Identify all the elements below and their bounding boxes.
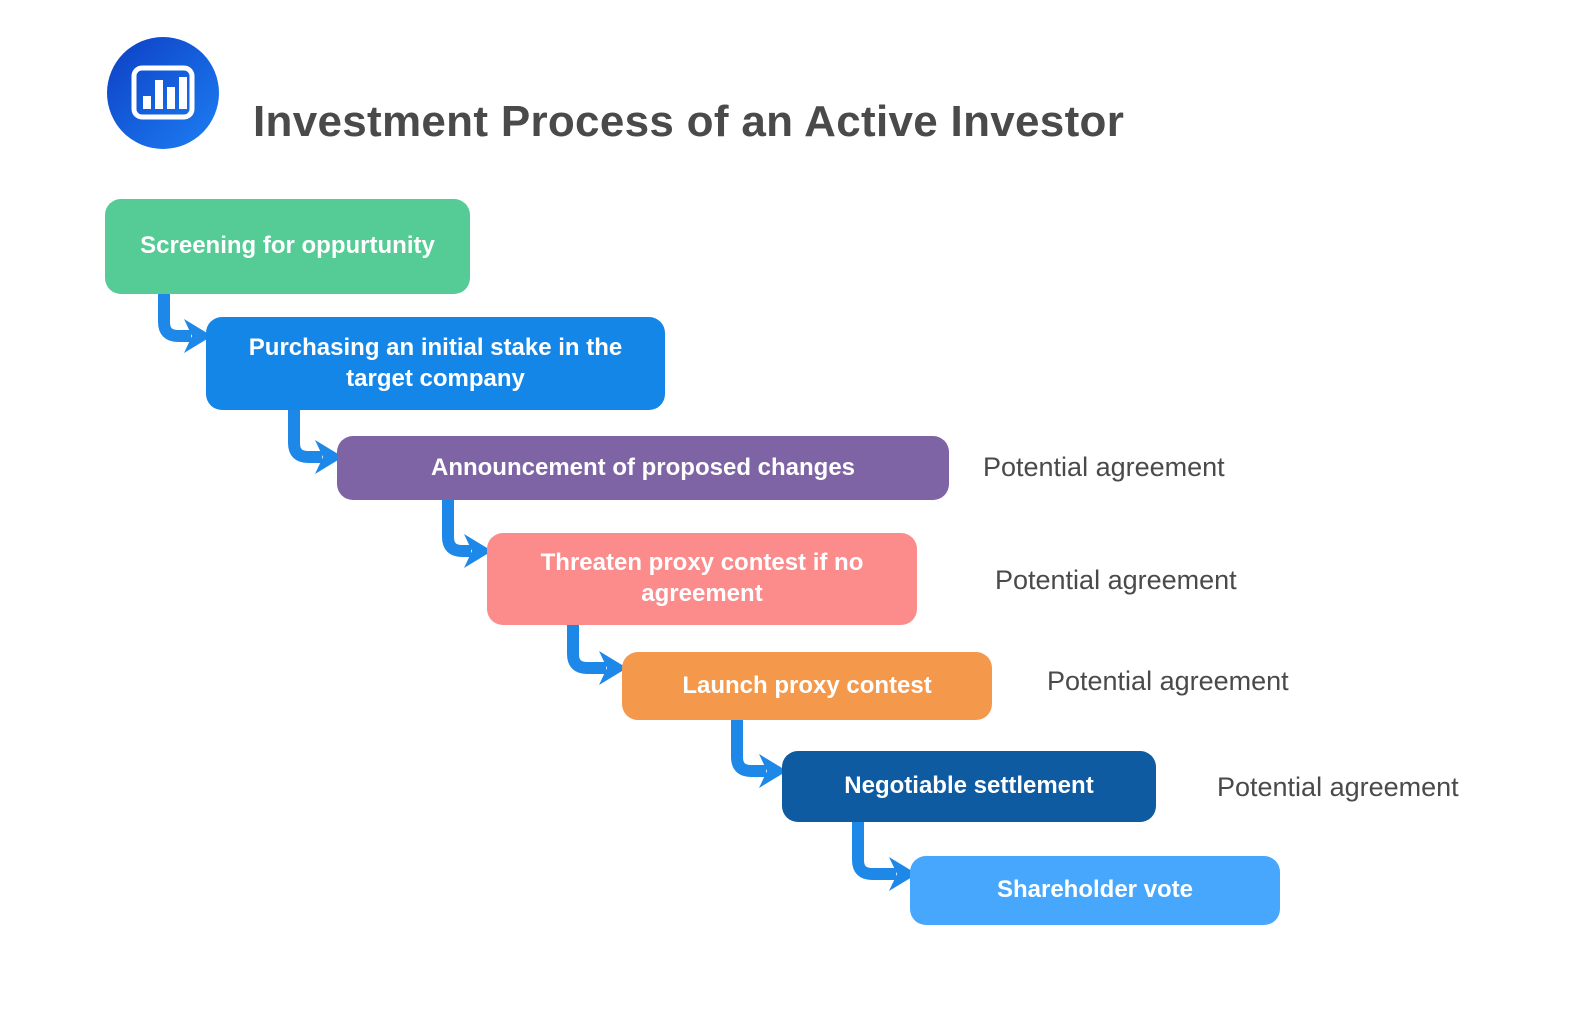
flow-arrow-4 bbox=[567, 624, 627, 685]
step-label: Shareholder vote bbox=[996, 876, 1194, 904]
step-label: Announcement of proposed changes bbox=[430, 453, 856, 481]
step-box-purchasing-initial-stake: Purchasing an initial stake in the targe… bbox=[206, 317, 665, 410]
page-title: Investment Process of an Active Investor bbox=[253, 97, 1125, 147]
step-label: Negotiable settlement bbox=[844, 772, 1094, 800]
step-box-negotiable-settlement: Negotiable settlement bbox=[782, 751, 1156, 822]
flow-arrow-1 bbox=[158, 292, 212, 353]
step-label: Launch proxy contest bbox=[682, 671, 932, 699]
step-box-shareholder-vote: Shareholder vote bbox=[910, 856, 1280, 925]
flow-arrow-6 bbox=[852, 821, 917, 891]
flow-arrow-2 bbox=[288, 409, 343, 474]
annotation-potential-agreement: Potential agreement bbox=[1217, 772, 1459, 802]
step-label: Screening for oppurtunity bbox=[140, 232, 435, 260]
annotation-potential-agreement: Potential agreement bbox=[1047, 666, 1289, 696]
step-label: Purchasing an initial stake in the targe… bbox=[248, 333, 623, 392]
bar-chart-icon bbox=[107, 37, 219, 149]
flow-arrow-3 bbox=[442, 499, 492, 568]
step-box-threaten-proxy-contest: Threaten proxy contest if no agreement bbox=[487, 533, 917, 625]
flow-arrow-5 bbox=[731, 719, 787, 788]
step-label: Threaten proxy contest if no agreement bbox=[540, 549, 864, 607]
annotation-potential-agreement: Potential agreement bbox=[995, 565, 1237, 595]
step-box-screening-for-opportunity: Screening for oppurtunity bbox=[105, 199, 470, 294]
step-box-launch-proxy-contest: Launch proxy contest bbox=[622, 652, 992, 720]
annotation-potential-agreement: Potential agreement bbox=[983, 452, 1225, 482]
step-box-announcement-of-changes: Announcement of proposed changes bbox=[337, 436, 949, 500]
